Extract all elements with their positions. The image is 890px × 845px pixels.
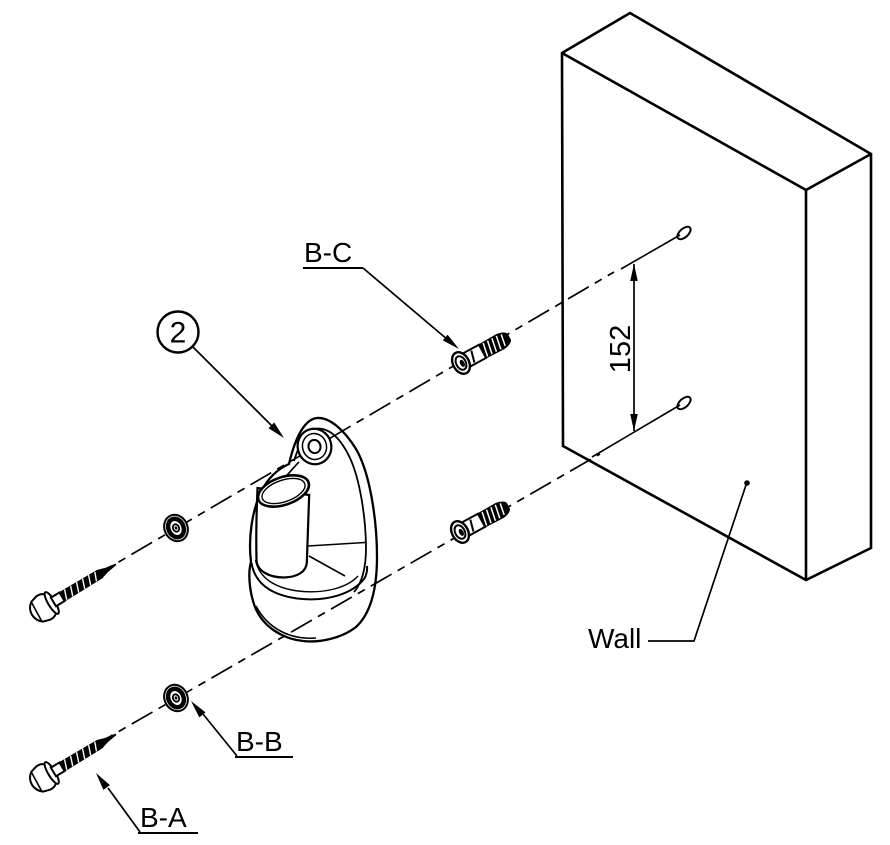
dimension-value: 152 <box>605 325 637 373</box>
callout-screw: B-A <box>96 773 198 834</box>
callout-washer: B-B <box>191 701 293 758</box>
wall-drill-holes <box>676 225 692 411</box>
dimension-arrow-up <box>630 264 638 281</box>
upper-centerline <box>51 271 615 602</box>
callout-anchor: B-C <box>303 237 459 349</box>
dimension-hole-spacing: 152 <box>591 234 681 458</box>
washer-upper <box>163 513 189 543</box>
screw-upper <box>29 563 117 623</box>
wall-label: Wall <box>588 480 750 654</box>
washer-lower <box>163 683 189 713</box>
bracket-hole <box>307 438 322 455</box>
wall-label-text: Wall <box>588 623 641 654</box>
balloon-number: 2 <box>170 317 187 350</box>
callout-screw-arrow <box>96 773 110 790</box>
wall-leader-dot <box>744 480 750 486</box>
dimension-arrow-down <box>630 414 638 431</box>
callout-anchor-arrow <box>442 334 459 349</box>
bracket-screw-boss <box>296 427 333 466</box>
callout-anchor-label: B-C <box>304 237 352 268</box>
callout-washer-label: B-B <box>236 726 283 757</box>
balloon-item-2: 2 <box>156 310 284 438</box>
anchor-lower <box>449 501 511 545</box>
wall-slab <box>560 11 873 582</box>
anchor-upper <box>450 332 512 376</box>
balloon-leader-arrow <box>268 422 284 438</box>
bracket-peg <box>255 474 311 579</box>
callout-screw-label: B-A <box>140 802 187 833</box>
screw-lower <box>29 733 117 793</box>
callout-washer-arrow <box>191 701 206 718</box>
